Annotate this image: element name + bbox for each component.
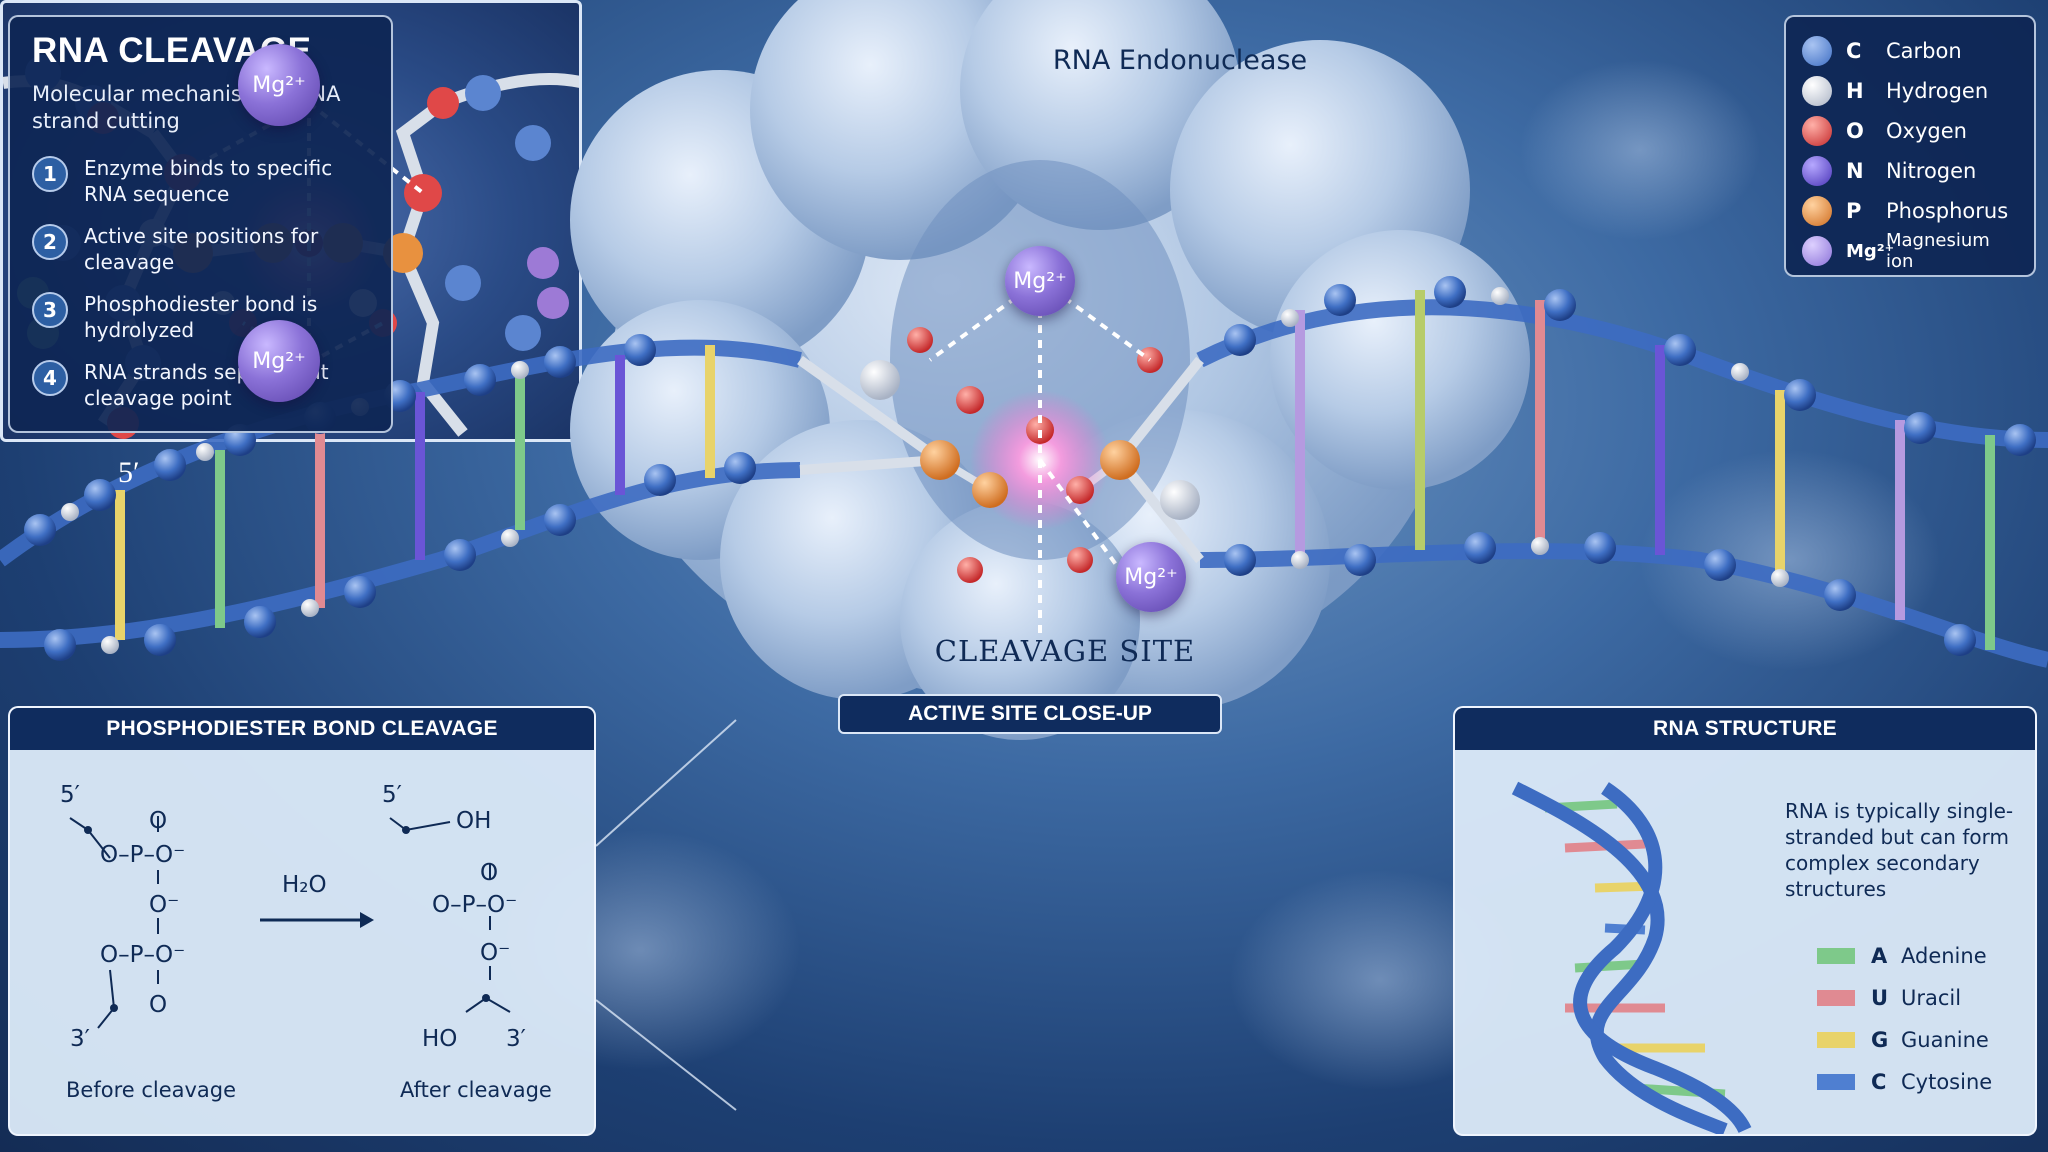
legend-symbol: N (1846, 159, 1864, 183)
step-item: 1 Enzyme binds to specific RNA sequence (32, 155, 369, 207)
before-oxygen-bottom: O (149, 992, 168, 1018)
legend-item-phosphorus: P Phosphorus (1802, 191, 2018, 231)
after-oxygen-mid: O⁻ (480, 940, 511, 966)
base-name: Uracil (1901, 986, 1962, 1010)
step-item: 2 Active site positions for cleavage (32, 223, 369, 275)
legend-name: Magnesium ion (1886, 230, 1990, 272)
step-number: 4 (32, 360, 68, 396)
before-phosphate-2: O–P–O⁻ (100, 942, 186, 968)
hydrogen-atom-icon (1802, 76, 1832, 106)
step-text: Phosphodiester bond is hydrolyzed (84, 292, 318, 342)
water-reagent: H₂O (282, 872, 327, 898)
before-three-prime: 3′ (70, 1026, 90, 1052)
before-phosphate-1: O–P–O⁻ (100, 842, 186, 868)
magnesium-ion-lower: Mg²⁺ (1116, 542, 1186, 612)
five-prime-label: 5′ (118, 456, 140, 489)
rna-structure-header: RNA STRUCTURE (1455, 708, 2035, 750)
before-five-prime: 5′ (60, 782, 80, 808)
step-number: 3 (32, 292, 68, 328)
legend-name: Nitrogen (1886, 159, 1977, 183)
legend-item-nitrogen: N Nitrogen (1802, 151, 2018, 191)
base-name: Guanine (1901, 1028, 1989, 1052)
phosphorus-atom-icon (1802, 196, 1832, 226)
base-letter: C (1871, 1070, 1887, 1094)
legend-symbol: P (1846, 199, 1862, 223)
legend-item-oxygen: O Oxygen (1802, 111, 2018, 151)
before-oxygen-mid: O⁻ (149, 892, 180, 918)
base-letter: U (1871, 986, 1889, 1010)
magnesium-ion-top: Mg²⁺ (1005, 246, 1075, 316)
after-three-prime: 3′ (506, 1026, 526, 1052)
base-name: Adenine (1901, 944, 1987, 968)
step-number: 2 (32, 224, 68, 260)
legend-name: Oxygen (1886, 119, 1967, 143)
before-caption: Before cleavage (66, 1078, 237, 1102)
active-site-header: ACTIVE SITE CLOSE-UP (838, 694, 1222, 734)
after-phosphate: O–P–O⁻ (432, 892, 518, 918)
atom-legend: C Carbon H Hydrogen O Oxygen N Nitrogen … (1784, 15, 2036, 277)
carbon-atom-icon (1802, 36, 1832, 66)
legend-symbol: O (1846, 119, 1864, 143)
rna-helix (0, 276, 2048, 668)
step-number: 1 (32, 156, 68, 192)
after-oxygen-top: O (480, 860, 499, 886)
base-legend-uracil: U Uracil (1817, 986, 1961, 1010)
step-item: 3 Phosphodiester bond is hydrolyzed (32, 291, 369, 343)
before-oxygen-top: O (149, 808, 168, 834)
active-site-mg-bottom: Mg²⁺ (238, 320, 320, 402)
legend-symbol: C (1846, 39, 1862, 63)
step-text: Active site positions for cleavage (84, 224, 319, 274)
after-five-prime: 5′ (382, 782, 402, 808)
bond-cleavage-panel: PHOSPHODIESTER BOND CLEAVAGE 5′ O O–P–O⁻… (8, 706, 596, 1136)
base-name: Cytosine (1901, 1070, 1993, 1094)
legend-name: Hydrogen (1886, 79, 1989, 103)
enzyme-surface (570, 0, 1530, 740)
legend-name: Phosphorus (1886, 199, 2009, 223)
legend-item-carbon: C Carbon (1802, 31, 2018, 71)
base-letter: A (1871, 944, 1888, 968)
after-hydroxyl-bottom: HO (422, 1026, 458, 1052)
bond-cleavage-header: PHOSPHODIESTER BOND CLEAVAGE (10, 708, 594, 750)
steps-list: 1 Enzyme binds to specific RNA sequence … (32, 155, 369, 411)
guanine-swatch (1817, 1032, 1855, 1048)
after-hydroxyl-top: OH (456, 808, 492, 834)
legend-name: Carbon (1886, 39, 1962, 63)
cytosine-swatch (1817, 1074, 1855, 1090)
enzyme-label: RNA Endonuclease (1052, 45, 1308, 76)
base-legend-guanine: G Guanine (1817, 1028, 1989, 1052)
adenine-swatch (1817, 948, 1855, 964)
rna-helix-illustration (1511, 781, 1752, 1134)
legend-item-hydrogen: H Hydrogen (1802, 71, 2018, 111)
legend-item-magnesium: Mg²⁺ Magnesium ion (1802, 230, 2018, 272)
nitrogen-atom-icon (1802, 156, 1832, 186)
legend-symbol: Mg²⁺ (1846, 240, 1895, 262)
legend-symbol: H (1846, 79, 1864, 103)
after-caption: After cleavage (400, 1078, 552, 1102)
base-legend-adenine: A Adenine (1817, 944, 1987, 968)
base-legend-cytosine: C Cytosine (1817, 1070, 1992, 1094)
step-text: Enzyme binds to specific RNA sequence (84, 156, 333, 206)
active-site-mg-top: Mg²⁺ (238, 44, 320, 126)
rna-structure-panel: RNA STRUCTURE RNA is typically single-st… (1453, 706, 2037, 1136)
magnesium-ion-icon (1802, 236, 1832, 266)
oxygen-atom-icon (1802, 116, 1832, 146)
cleavage-site-label: CLEAVAGE SITE (934, 634, 1196, 668)
bond-diagram-lines (69, 816, 511, 1029)
uracil-swatch (1817, 990, 1855, 1006)
base-letter: G (1871, 1028, 1889, 1052)
rna-description: RNA is typically single-stranded but can… (1785, 799, 2014, 901)
